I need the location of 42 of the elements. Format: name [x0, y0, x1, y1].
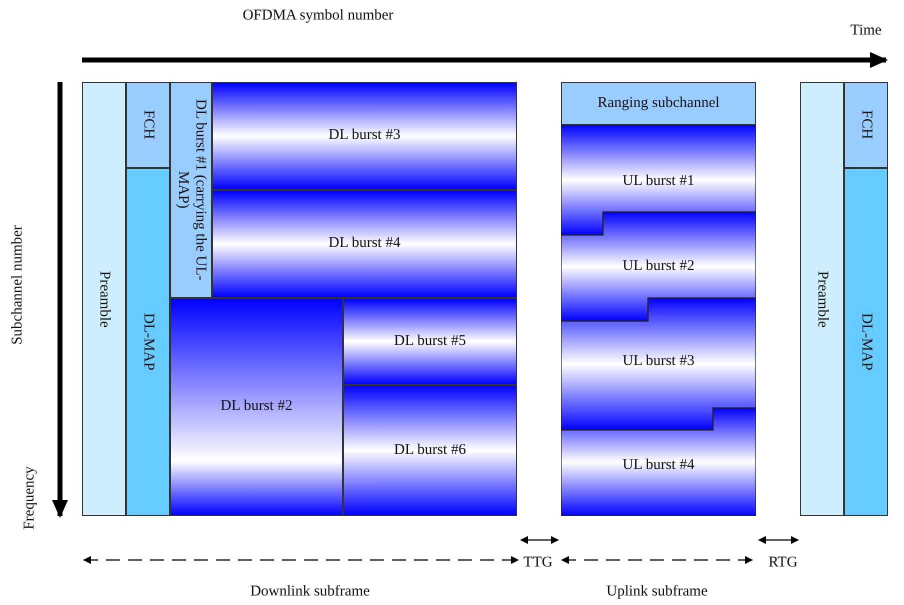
gap-label: RTG [768, 554, 798, 572]
block-label: FCH [140, 110, 157, 140]
map-block [844, 168, 888, 516]
block-label: UL burst #1 [622, 173, 694, 190]
burst-block [343, 298, 517, 385]
burst-block [170, 82, 212, 298]
burst-block [343, 385, 517, 516]
block-label: DL burst #5 [394, 332, 466, 350]
block-label: UL burst #3 [622, 353, 694, 370]
span-label: Downlink subframe [250, 584, 370, 600]
block-label: UL burst #4 [622, 457, 694, 474]
preamble-block [800, 82, 844, 516]
header-block [126, 82, 170, 168]
subchannel-block [561, 82, 756, 125]
burst-block [212, 190, 517, 298]
burst-block [561, 212, 756, 321]
burst-block [170, 298, 343, 516]
block-label: DL-MAP [858, 313, 875, 371]
block-label: Ranging subchannel [597, 94, 720, 112]
block-label: UL burst #2 [622, 258, 694, 276]
burst-block [561, 125, 756, 235]
axis-label: Subchannel number [10, 225, 26, 345]
block-label: DL-MAP [140, 313, 157, 371]
burst-block [561, 298, 756, 430]
burst-block [561, 408, 756, 516]
block-label: Preamble [814, 270, 831, 328]
burst-block [212, 82, 517, 190]
block-label: Preamble [96, 270, 113, 328]
block-label: DL burst #3 [328, 127, 400, 145]
block-label: DL burst #4 [328, 235, 400, 253]
gap-label: TTG [523, 554, 553, 572]
axis-label: Time [850, 22, 882, 40]
axis-label: OFDMA symbol number [242, 8, 394, 24]
block-label: DL burst #1 (carrying the UL-MAP) [174, 98, 208, 283]
axis-label: Frequency [22, 466, 38, 530]
block-label: DL burst #2 [220, 398, 292, 416]
block-label: DL burst #6 [394, 442, 466, 460]
header-block [844, 82, 888, 168]
preamble-block [82, 82, 126, 516]
span-label: Uplink subframe [606, 584, 708, 600]
block-label: FCH [858, 110, 875, 140]
map-block [126, 168, 170, 516]
